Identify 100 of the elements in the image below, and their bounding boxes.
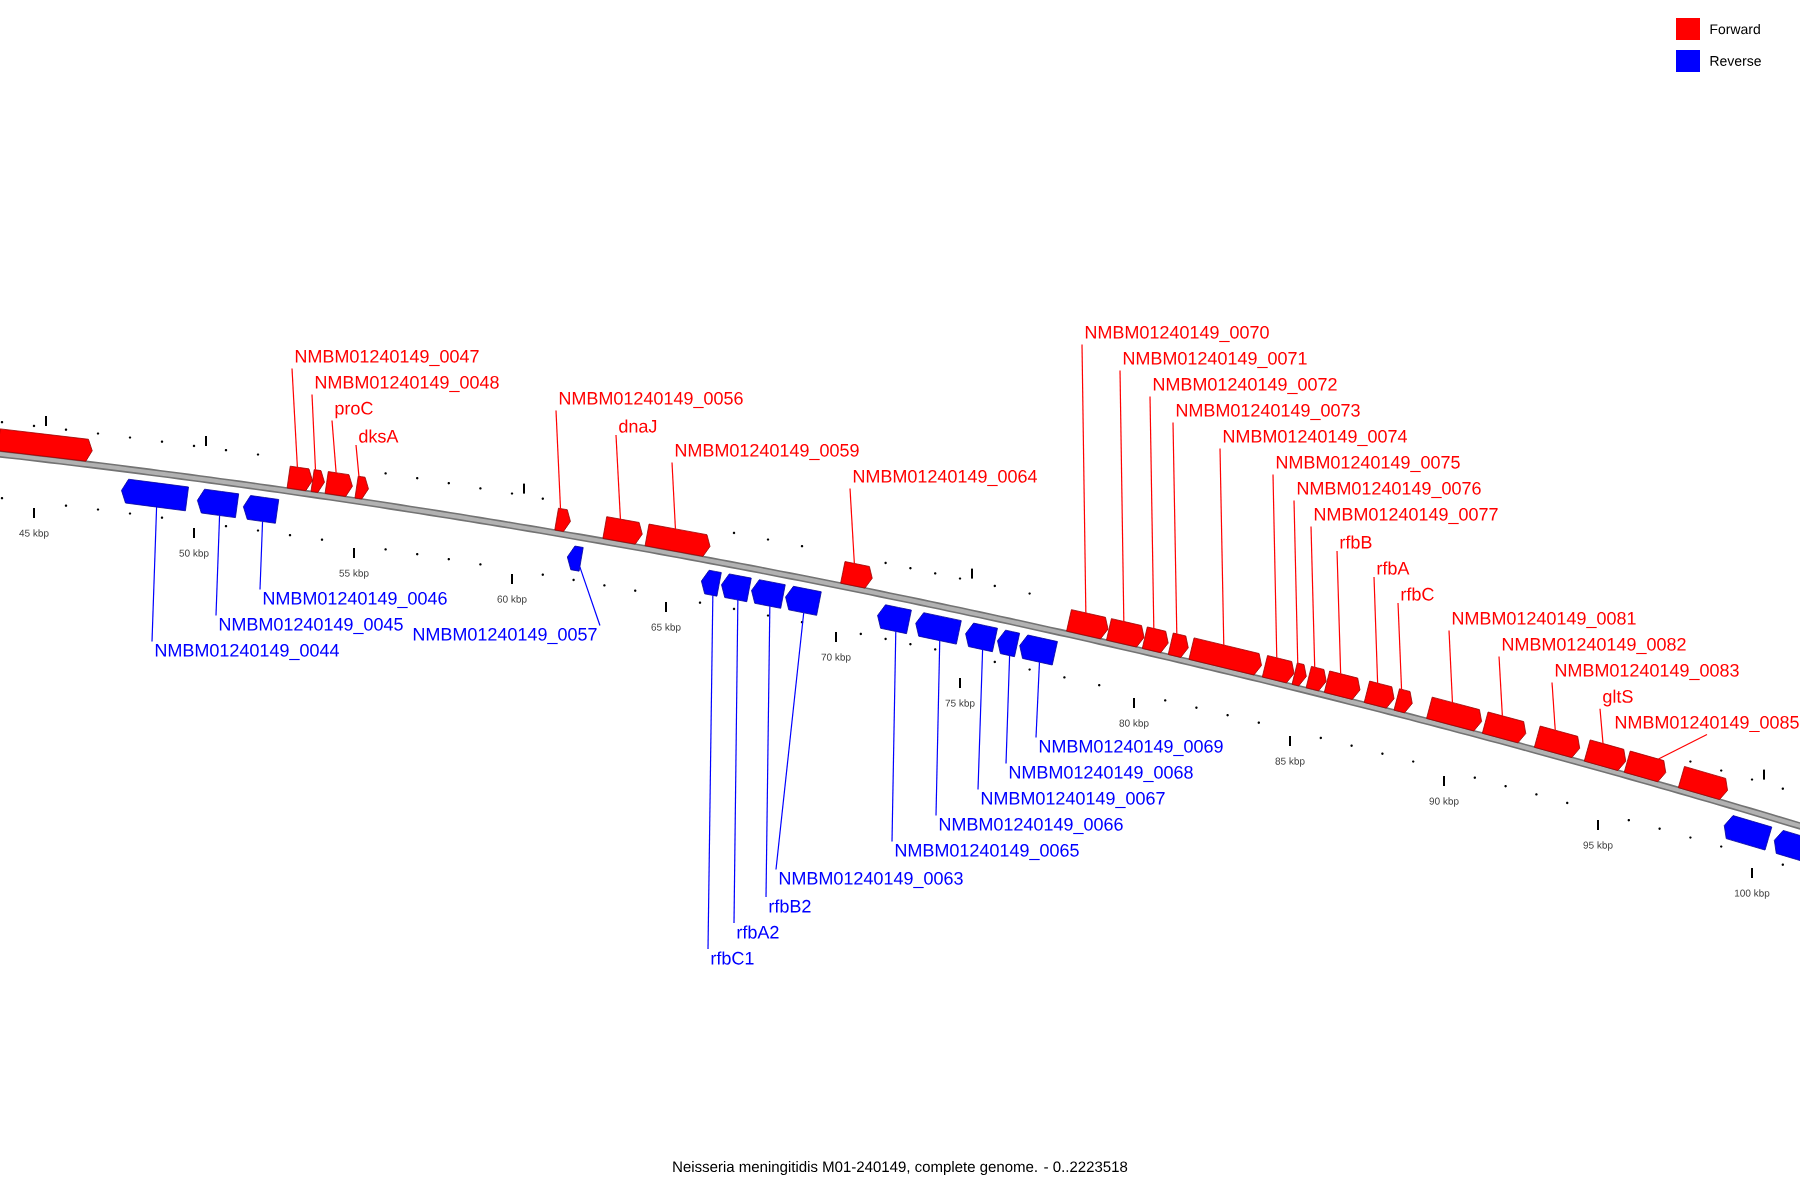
leader-line [1448, 629, 1454, 704]
gene-label: NMBM01240149_0056 [559, 391, 743, 409]
gene-label: NMBM01240149_0072 [1153, 377, 1337, 395]
gene-block [1323, 670, 1361, 700]
gene-block [1677, 766, 1728, 800]
gene-block [1167, 632, 1189, 658]
gene-label: NMBM01240149_0070 [1085, 325, 1269, 343]
leader-line [1119, 369, 1125, 623]
gene-block [121, 478, 189, 512]
leader-line [579, 566, 601, 627]
leader-line [1599, 708, 1604, 745]
gene-label: NMBM01240149_0059 [675, 443, 859, 461]
gene-label: NMBM01240149_0068 [1009, 765, 1193, 783]
gene-label: NMBM01240149_0076 [1297, 481, 1481, 499]
gene-block [1066, 609, 1109, 640]
leader-line [311, 393, 317, 471]
leader-line [555, 409, 562, 510]
leader-line [1035, 661, 1041, 739]
gene-label: dnaJ [619, 419, 657, 433]
leader-line [355, 444, 360, 477]
gene-block [1393, 688, 1413, 714]
leader-line [1397, 602, 1403, 690]
leader-line [1551, 681, 1556, 731]
gene-block [877, 604, 912, 635]
gene-block [554, 507, 571, 532]
leader-line [891, 630, 897, 843]
leader-line [1336, 550, 1342, 675]
gene-block [1723, 815, 1773, 851]
gene-block [965, 622, 998, 653]
gene-label: NMBM01240149_0048 [315, 375, 499, 393]
gene-label: NMBM01240149_0074 [1223, 429, 1407, 447]
gene-label: NMBM01240149_0047 [295, 349, 479, 367]
gene-block [1583, 739, 1627, 771]
gene-label: NMBM01240149_0073 [1176, 403, 1360, 421]
gene-label: NMBM01240149_0081 [1452, 611, 1636, 629]
leader-line [765, 605, 771, 898]
leader-line [1005, 655, 1011, 765]
gene-label: NMBM01240149_0082 [1502, 637, 1686, 655]
gene-label: NMBM01240149_0063 [779, 871, 963, 889]
gene-label: NMBM01240149_0066 [939, 817, 1123, 835]
gene-label: NMBM01240149_0057 [413, 627, 597, 645]
leader-line [1081, 343, 1087, 614]
leader-line [1373, 576, 1379, 684]
gene-label: NMBM01240149_0065 [895, 843, 1079, 861]
gene-block [1019, 634, 1058, 666]
leader-line [1293, 499, 1299, 664]
gene-block [1623, 750, 1667, 783]
leader-line [849, 487, 855, 565]
gene-block [1533, 725, 1581, 758]
gene-label: dksA [359, 429, 399, 443]
gene-label: NMBM01240149_0077 [1314, 507, 1498, 525]
gene-label: rfbA [1377, 561, 1410, 575]
leader-line [733, 599, 739, 924]
leader-line [671, 461, 677, 530]
gene-label: NMBM01240149_0044 [155, 643, 339, 661]
gene-label: proC [335, 401, 373, 419]
gene-label: NMBM01240149_0085 [1615, 715, 1799, 733]
leader-line [1498, 655, 1503, 717]
gene-label: gltS [1603, 689, 1633, 707]
gene-block [1481, 711, 1527, 744]
gene-label: NMBM01240149_0075 [1276, 455, 1460, 473]
gene-label: rfbB2 [769, 899, 811, 913]
gene-block [354, 475, 369, 500]
gene-label: NMBM01240149_0067 [981, 791, 1165, 809]
leader-line [331, 419, 337, 474]
gene-block [785, 585, 822, 616]
gene-block [721, 573, 752, 603]
gene-label: rfbC [1401, 587, 1434, 601]
leader-line [1172, 421, 1178, 635]
leader-line [215, 514, 221, 617]
leader-line [291, 367, 298, 468]
leader-line [259, 520, 264, 591]
leader-line [151, 506, 158, 643]
gene-block [324, 471, 353, 497]
leader-line [977, 649, 984, 791]
gene-label: rfbB [1340, 535, 1372, 549]
gene-block [1305, 666, 1327, 692]
gene-block [1773, 830, 1800, 866]
gene-label: rfbC1 [711, 951, 754, 965]
gene-block [1426, 696, 1482, 732]
gene-label: NMBM01240149_0046 [263, 591, 447, 609]
leader-line [615, 434, 621, 520]
gene-block [566, 545, 584, 572]
gene-label: NMBM01240149_0083 [1555, 663, 1739, 681]
gene-block [751, 579, 786, 609]
gene-block [701, 569, 722, 597]
gene-label: NMBM01240149_0069 [1039, 739, 1223, 757]
gene-label: NMBM01240149_0064 [853, 469, 1037, 487]
gene-block [915, 612, 962, 645]
gene-label: rfbA2 [737, 925, 779, 939]
gene-block [0, 428, 93, 462]
gene-block [644, 523, 711, 557]
leader-line [1657, 733, 1708, 760]
leader-line [1219, 447, 1225, 646]
leader-line [707, 594, 714, 950]
gene-block [1363, 680, 1395, 709]
gene-block [840, 561, 873, 589]
gene-block [1141, 626, 1169, 654]
gene-block [1291, 662, 1307, 687]
leader-line [1149, 395, 1155, 630]
